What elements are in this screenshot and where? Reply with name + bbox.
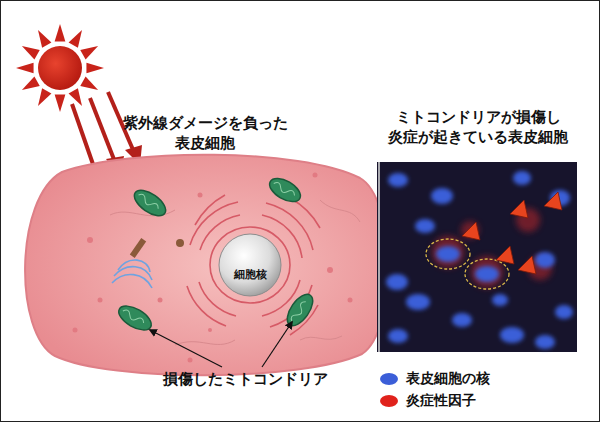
- sun-ray: [69, 30, 82, 48]
- cell: [25, 155, 388, 376]
- sun-ray: [22, 77, 40, 90]
- leader-arrows: [150, 322, 292, 367]
- micrograph: [377, 162, 577, 352]
- legend-row: 表皮細胞の核: [380, 368, 490, 390]
- sun-ray: [69, 88, 82, 106]
- legend-text: 表皮細胞の核: [406, 370, 490, 388]
- sun-ray: [55, 24, 66, 42]
- sun-ray: [38, 88, 51, 106]
- legend-swatch: [380, 395, 398, 407]
- nucleus-label: 細胞核: [218, 233, 282, 281]
- sun-ray: [86, 63, 104, 74]
- mitochondria: [115, 174, 318, 335]
- sun-ray: [55, 94, 66, 112]
- sun-ray: [22, 46, 40, 59]
- micrograph-panel: ミトコンドリアが損傷し 炎症が起きている表皮細胞: [372, 108, 584, 354]
- cell-heading: 紫外線ダメージを負った 表皮細胞: [105, 114, 305, 153]
- cell-node: 紫外線ダメージを負った 表皮細胞細胞核: [20, 160, 388, 372]
- legend: 表皮細胞の核炎症性因子: [380, 368, 490, 412]
- panel-heading: ミトコンドリアが損傷し 炎症が起きている表皮細胞: [372, 108, 584, 147]
- sun-ray: [80, 77, 98, 90]
- legend-text: 炎症性因子: [406, 392, 476, 410]
- nucleus-node: 細胞核: [218, 233, 282, 297]
- sun-ray: [38, 30, 51, 48]
- legend-swatch: [380, 373, 398, 385]
- sun-ray: [80, 46, 98, 59]
- callout-label: 損傷したミトコンドリア: [130, 370, 360, 389]
- legend-row: 炎症性因子: [380, 390, 490, 412]
- sun-ray: [16, 63, 34, 74]
